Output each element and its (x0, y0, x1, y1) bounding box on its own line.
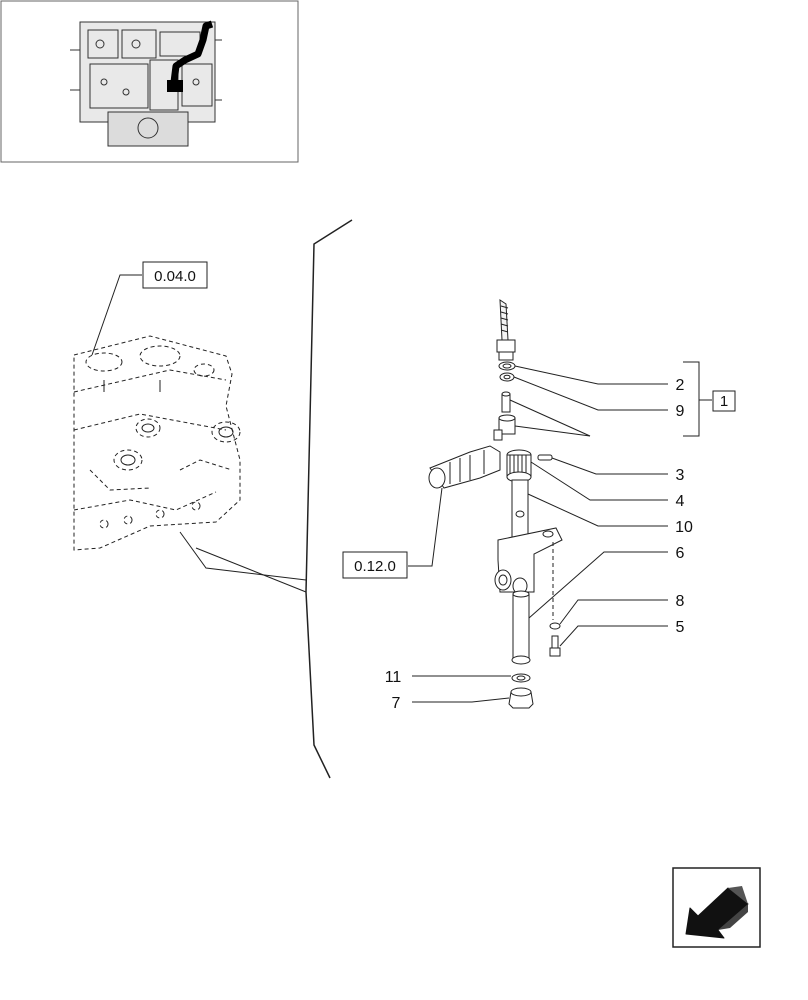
return-arrow-button[interactable] (672, 867, 761, 948)
part-number-9: 9 (676, 403, 685, 420)
kit-number-box: 1 (712, 390, 736, 412)
engine-silhouette-icon (70, 21, 222, 147)
block-reference-label: 0.04.0 (154, 268, 196, 285)
engine-block-drawing (73, 335, 241, 551)
block-ref-leader (91, 274, 142, 356)
pump-reference-box[interactable]: 0.12.0 (342, 551, 408, 579)
kit-number-label: 1 (720, 393, 728, 410)
part-numbers: 2 9 3 4 10 6 8 5 11 7 (385, 377, 693, 712)
block-connection-line-2 (195, 547, 307, 593)
part-number-6: 6 (676, 545, 685, 562)
part-number-4: 4 (676, 493, 685, 510)
part-number-10: 10 (675, 519, 693, 536)
highlighted-part-marker (167, 80, 183, 92)
part-number-11: 11 (385, 669, 402, 686)
part-number-2: 2 (676, 377, 685, 394)
oil-pump-assembly (428, 299, 563, 709)
return-arrow-icon (685, 886, 749, 939)
part-number-3: 3 (676, 467, 685, 484)
highlighted-drive-cable (170, 20, 214, 83)
block-reference-box[interactable]: 0.04.0 (142, 261, 208, 289)
section-divider-line (305, 219, 353, 779)
block-connection-line (179, 531, 307, 581)
part-number-7: 7 (392, 695, 401, 712)
engine-block-solid-details (103, 380, 234, 466)
callout-leaders (412, 361, 712, 703)
pump-ref-leader (408, 487, 443, 567)
pump-reference-label: 0.12.0 (354, 558, 396, 575)
part-number-5: 5 (676, 619, 685, 636)
part-number-8: 8 (676, 593, 685, 610)
engine-overview-thumbnail[interactable] (0, 0, 299, 163)
